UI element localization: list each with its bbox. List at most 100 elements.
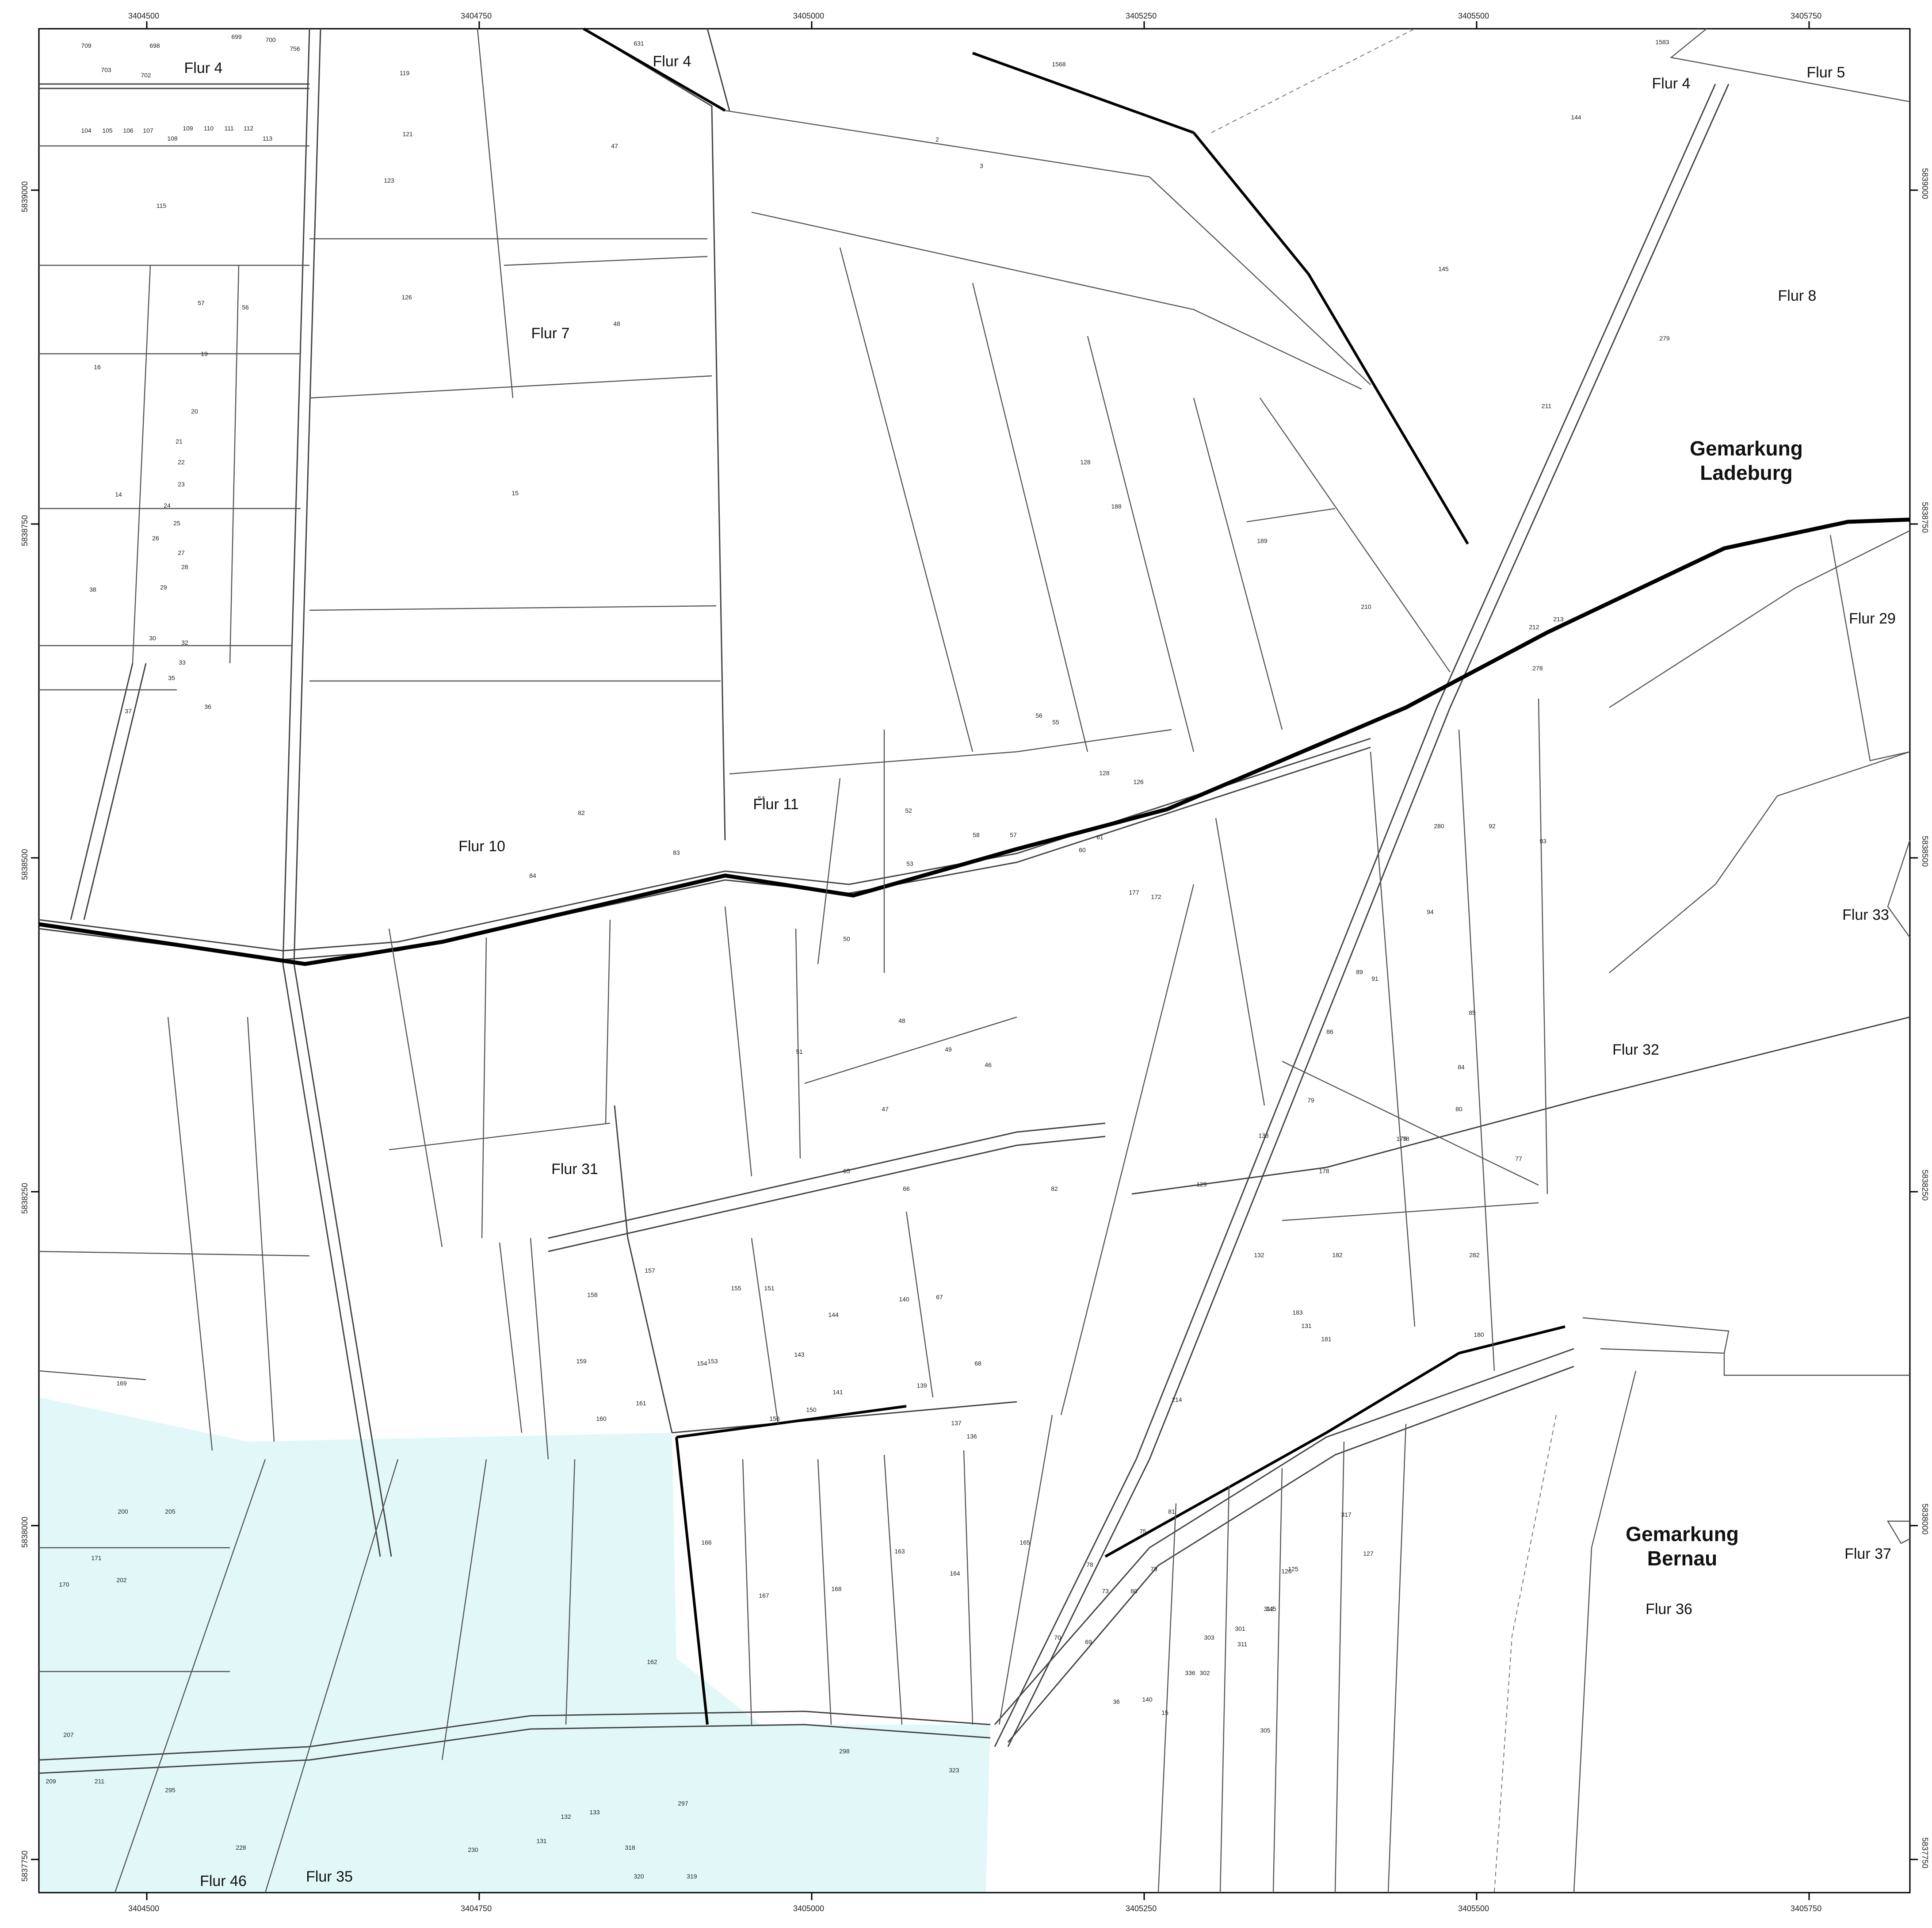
flur-label: Flur 35: [306, 1868, 353, 1885]
roads: [38, 28, 1910, 1774]
parcel-number: 126: [1281, 1568, 1292, 1575]
gemarkung-label: Gemarkung: [1690, 437, 1803, 460]
parcel-number: 15: [512, 490, 519, 497]
parcel-lines: [38, 28, 1548, 1893]
parcel-number: 154: [697, 1360, 707, 1367]
northing-label: 5838250: [20, 1183, 29, 1214]
parcel-number: 58: [973, 831, 980, 838]
parcel-number: 1583: [1655, 38, 1669, 46]
flur-label: Flur 32: [1612, 1041, 1659, 1058]
parcel-number: 33: [179, 659, 186, 666]
parcel-number: 318: [625, 1844, 635, 1851]
northing-label: 5838500: [1921, 836, 1929, 867]
parcel-number: 119: [400, 69, 410, 77]
northing-labels-left: 5839000 5838750 5838500 5838250 5838000 …: [20, 181, 29, 1882]
parcel-number: 302: [1199, 1669, 1210, 1676]
northing-label: 5838250: [1921, 1170, 1929, 1201]
parcel-number: 150: [806, 1406, 817, 1413]
parcel-number: 113: [263, 135, 273, 142]
flur-label: Flur 4: [184, 60, 223, 77]
parcel-number: 278: [1532, 665, 1543, 672]
parcel-number: 709: [81, 42, 92, 49]
parcel-number: 126: [1133, 778, 1144, 785]
easting-label: 3405750: [1791, 1904, 1821, 1913]
northing-label: 5838750: [1921, 502, 1929, 533]
parcel-number: 47: [611, 142, 618, 149]
parcel-number: 189: [1257, 537, 1268, 544]
parcel-number: 127: [1363, 1550, 1374, 1557]
northing-labels-right: 5839000 5838750 5838500 5838250 5838000 …: [1921, 168, 1929, 1868]
parcel-number: 160: [596, 1415, 607, 1422]
parcel-number: 131: [536, 1837, 547, 1844]
parcel-number: 125: [1288, 1565, 1298, 1572]
parcel-number: 700: [265, 36, 276, 43]
parcel-number: 20: [191, 408, 198, 415]
flur-label: Flur 46: [200, 1873, 247, 1890]
flur-label: Flur 7: [531, 325, 570, 342]
parcel-number: 78: [1402, 1135, 1409, 1142]
parcel-number: 631: [634, 40, 644, 47]
parcel-number: 46: [985, 1061, 992, 1068]
parcel-number: 188: [1111, 503, 1122, 510]
parcel-number: 57: [1010, 831, 1017, 838]
parcel-number: 141: [832, 1389, 843, 1396]
parcel-number: 80: [1455, 1106, 1462, 1113]
parcel-number: 48: [898, 1017, 905, 1024]
parcel-number: 143: [794, 1351, 805, 1358]
parcel-number: 214: [1172, 1396, 1182, 1403]
parcel-number: 228: [236, 1844, 246, 1851]
parcel-number: 115: [157, 202, 167, 209]
parcel-number: 82: [578, 809, 585, 816]
parcel-number: 15: [1161, 1709, 1168, 1716]
easting-label: 3404500: [128, 11, 159, 20]
parcel-number: 50: [843, 935, 850, 942]
parcel-number: 144: [828, 1311, 839, 1318]
easting-label: 3404500: [128, 1904, 159, 1913]
parcel-number: 24: [164, 502, 171, 509]
parcel-number: 699: [231, 33, 242, 40]
parcel-number: 698: [149, 42, 160, 49]
parcel-number: 213: [1553, 616, 1564, 623]
parcel-number: 91: [1371, 975, 1378, 982]
easting-label: 3405500: [1458, 1904, 1489, 1913]
flur-label: Flur 33: [1842, 907, 1889, 923]
parcel-number: 211: [1542, 402, 1552, 409]
parcel-number: 29: [160, 584, 167, 591]
parcel-number: 177: [1129, 889, 1139, 896]
parcel-number: 112: [244, 125, 254, 132]
parcel-number: 93: [1539, 838, 1546, 845]
parcel-number: 703: [101, 66, 111, 73]
parcel-number: 165: [1019, 1539, 1030, 1546]
parcel-number: 280: [1434, 822, 1444, 830]
flur-label: Flur 10: [458, 838, 505, 855]
parcel-number: 106: [123, 127, 134, 134]
parcel-number: 37: [125, 708, 132, 715]
easting-label: 3405250: [1126, 11, 1157, 20]
parcel-number: 78: [1086, 1561, 1093, 1568]
easting-label: 3405250: [1126, 1904, 1157, 1913]
flur-label: Flur 37: [1844, 1545, 1891, 1562]
flur-label: Flur 8: [1778, 287, 1817, 304]
parcel-number: 26: [152, 535, 159, 542]
parcel-number: 172: [1151, 893, 1161, 900]
parcel-number: 77: [1515, 1155, 1522, 1162]
easting-labels-top: 3404500 3404750 3405000 3405250 3405500 …: [128, 11, 1821, 20]
parcel-number: 169: [116, 1380, 127, 1387]
northing-label: 5838750: [20, 515, 29, 546]
parcel-number: 320: [634, 1873, 644, 1880]
parcel-number: 212: [1529, 624, 1539, 631]
parcel-number: 51: [796, 1048, 803, 1055]
parcel-number: 30: [149, 635, 156, 642]
parcel-number: 35: [168, 674, 175, 681]
parcel-number: 47: [882, 1106, 889, 1113]
parcel-number: 151: [764, 1285, 775, 1292]
parcel-number: 66: [903, 1185, 910, 1192]
parcel-number: 230: [468, 1846, 478, 1853]
northing-label: 5838500: [20, 849, 29, 880]
parcel-number: 53: [906, 860, 913, 867]
parcel-number: 111: [224, 125, 233, 132]
parcel-number: 144: [1571, 114, 1581, 121]
gemarkung-ladeburg: Gemarkung Ladeburg: [1690, 437, 1803, 484]
parcel-numbers: 709 698 699 700 756 703 702 631 1568 158…: [46, 33, 1670, 1880]
